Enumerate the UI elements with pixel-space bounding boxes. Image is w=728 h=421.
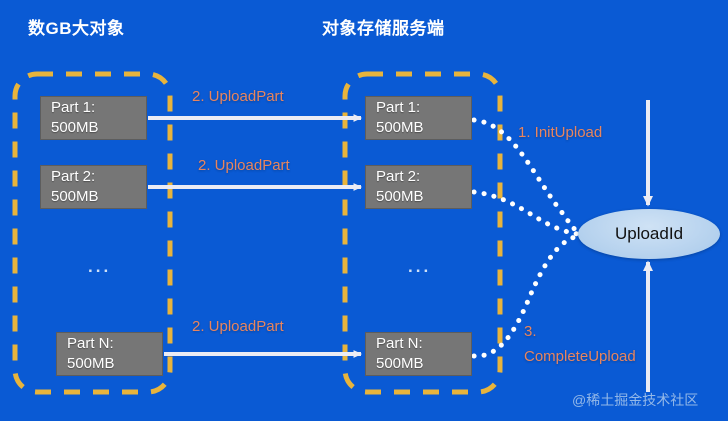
client-parts-ellipsis: ... xyxy=(88,257,112,276)
right-column-title: 对象存储服务端 xyxy=(322,19,445,38)
upload-id-node-label: UploadId xyxy=(614,224,684,243)
upload-id-node[interactable]: UploadId xyxy=(578,209,720,259)
complete-upload-step-number: 3. xyxy=(524,323,537,340)
server-part-1-size: 500MB xyxy=(376,119,424,136)
server-part-2-title: Part 2: xyxy=(376,168,421,185)
complete-upload-label: CompleteUpload xyxy=(524,348,636,365)
server-part-box-2[interactable]: Part 2: 500MB xyxy=(365,165,472,209)
part2-to-uploadid-dotted xyxy=(471,189,581,237)
client-part-box-2[interactable]: Part 2: 500MB xyxy=(40,165,147,209)
server-part-box-1[interactable]: Part 1: 500MB xyxy=(365,96,472,140)
left-column-title: 数GB大对象 xyxy=(28,19,125,38)
upload-part-label-2: 2. UploadPart xyxy=(198,157,290,174)
server-part-1-title: Part 1: xyxy=(376,99,421,116)
server-part-2-size: 500MB xyxy=(376,188,424,205)
server-part-n-title: Part N: xyxy=(376,335,423,352)
watermark: @稀土掘金技术社区 xyxy=(572,392,699,408)
client-part-1-size: 500MB xyxy=(51,119,99,136)
server-part-box-n[interactable]: Part N: 500MB xyxy=(365,332,472,376)
client-part-2-size: 500MB xyxy=(51,188,99,205)
client-part-2-title: Part 2: xyxy=(51,168,96,185)
server-object-group xyxy=(342,71,503,395)
partn-to-uploadid-dotted xyxy=(471,233,581,359)
init-upload-label: 1. InitUpload xyxy=(518,124,603,141)
client-part-box-n[interactable]: Part N: 500MB xyxy=(56,332,163,376)
client-part-1-title: Part 1: xyxy=(51,99,96,116)
server-parts-ellipsis: ... xyxy=(408,257,432,276)
client-part-n-size: 500MB xyxy=(67,355,115,372)
client-part-n-title: Part N: xyxy=(67,335,114,352)
server-part-n-size: 500MB xyxy=(376,355,424,372)
upload-part-label-n: 2. UploadPart xyxy=(192,318,284,335)
upload-part-label-1: 2. UploadPart xyxy=(192,88,284,105)
client-object-group xyxy=(12,71,173,395)
client-part-box-1[interactable]: Part 1: 500MB xyxy=(40,96,147,140)
